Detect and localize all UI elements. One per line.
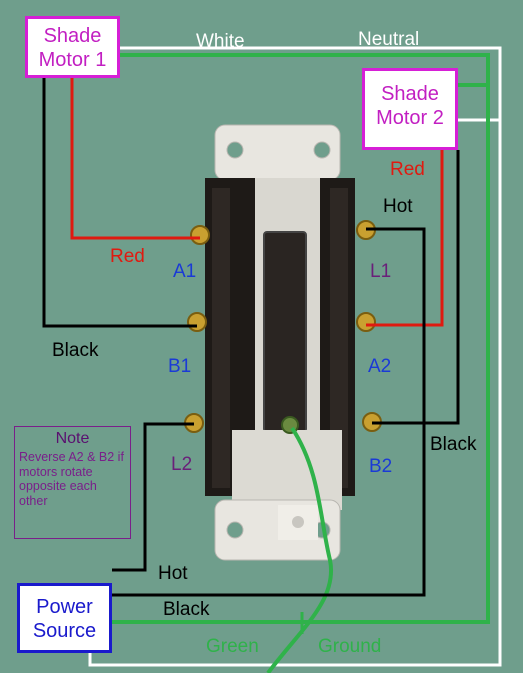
red-wire-right	[366, 150, 444, 327]
terminal-a1: A1	[173, 261, 197, 282]
black-wire-motor2	[372, 150, 460, 425]
label-hot-top: Hot	[383, 196, 413, 217]
shade-motor-1-line2: Motor 1	[38, 49, 107, 71]
green-pigtail	[266, 426, 334, 673]
note-body: Reverse A2 & B2 if motors rotate opposit…	[19, 450, 124, 508]
red-wire-left	[70, 78, 200, 240]
label-white: White	[196, 31, 245, 52]
shade-motor-2-box: Shade Motor 2	[362, 68, 458, 150]
shade-motor-1-line1: Shade	[43, 25, 102, 47]
hot-wire-l2	[112, 422, 194, 572]
terminal-l2: L2	[171, 454, 193, 475]
note-box: Note Reverse A2 & B2 if motors rotate op…	[14, 426, 131, 539]
power-source-line2: Source	[32, 620, 97, 642]
label-black-bottom: Black	[163, 599, 210, 620]
power-source-line1: Power	[36, 596, 93, 618]
label-black-left: Black	[52, 340, 99, 361]
label-red-left: Red	[110, 246, 145, 267]
label-hot-bottom: Hot	[158, 563, 188, 584]
terminal-l1: L1	[370, 261, 392, 282]
shade-motor-2-line1: Shade	[381, 83, 439, 105]
terminal-b2: B2	[369, 456, 393, 477]
note-title: Note	[55, 430, 90, 447]
terminal-b1: B1	[168, 356, 192, 377]
label-neutral: Neutral	[358, 29, 420, 50]
power-source-box: Power Source	[17, 583, 112, 653]
shade-motor-1-box: Shade Motor 1	[25, 16, 120, 78]
label-green: Green	[206, 636, 259, 657]
terminal-a2: A2	[368, 356, 392, 377]
label-red-right: Red	[390, 159, 425, 180]
black-wire-motor1	[42, 78, 197, 328]
switch-body	[184, 124, 382, 561]
label-black-right: Black	[430, 434, 477, 455]
shade-motor-2-line2: Motor 2	[376, 107, 444, 129]
green-wire	[112, 53, 490, 624]
label-ground: Ground	[318, 636, 382, 657]
hot-wire-l1	[112, 227, 426, 597]
